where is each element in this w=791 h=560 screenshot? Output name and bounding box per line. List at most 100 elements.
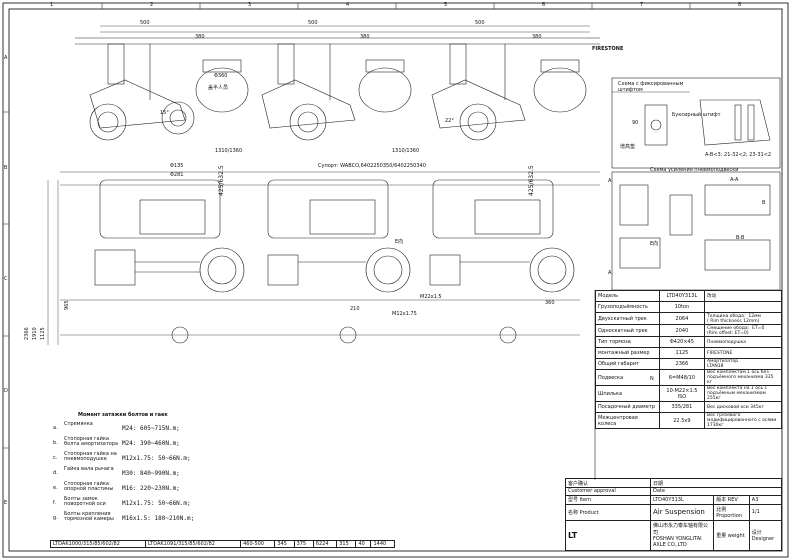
strip-cell: 345 xyxy=(274,540,295,548)
spec-label: Шпилька xyxy=(595,385,660,402)
strip-cell: 40 xyxy=(355,540,372,548)
detail2-a-mark: A xyxy=(608,270,612,276)
dim-425-a: 425/632.5 xyxy=(218,165,225,196)
spec-value: 22.5x9 xyxy=(658,412,706,429)
sheet-number: 1/1 xyxy=(751,509,760,516)
dim-500-2: 500 xyxy=(308,20,318,26)
zone-row-c: C xyxy=(4,276,8,282)
detail-fixed-pin xyxy=(611,77,781,169)
strip-cell: 315 xyxy=(336,540,357,548)
spec-value: Φ420×45 xyxy=(658,336,706,348)
spec-value: 1125 xyxy=(658,347,706,359)
detail1-formula: A-B<3; 21-32<2; 23-31<2 xyxy=(705,152,772,158)
spec-extra: 改动 xyxy=(704,290,782,302)
product-label: 名称 Product xyxy=(568,509,599,516)
spec-extra: Амортизатор LTAN18 xyxy=(704,358,782,370)
item-label: 型号 Item xyxy=(568,497,591,504)
dim-m22: M22x1.5 xyxy=(420,294,442,300)
zone-col-8: 8 xyxy=(738,2,742,8)
spec-extra xyxy=(704,301,782,313)
spec-value: 2040 xyxy=(658,324,706,337)
dim-d360: Φ360 xyxy=(214,73,228,79)
detail2-bb: B-B xyxy=(736,235,745,241)
spec-label: монтажный размер xyxy=(595,347,660,359)
torque-value: M12x1.75: 50~66N.m; xyxy=(122,500,191,507)
dim-1310-a: 1310/1360 xyxy=(215,148,243,154)
detail-reinforcement xyxy=(611,171,781,291)
detail2-b: B xyxy=(762,200,766,206)
designer-label: 设计 xyxy=(751,529,762,536)
torque-tag: c. xyxy=(53,455,58,461)
torque-value: M16x1.5: 180~210N.m; xyxy=(122,515,195,522)
dim-1310-b: 1310/1360 xyxy=(392,148,420,154)
side-view xyxy=(75,25,600,141)
zone-row-d: D xyxy=(4,388,8,394)
torque-tag: a. xyxy=(53,425,58,431)
dim-m12: M12x1.75 xyxy=(392,311,417,317)
spec-label: Односкатный трек xyxy=(595,324,660,337)
strip-cell: LTDAK1091/315/85/602/82 xyxy=(145,540,242,548)
zone-col-4: 4 xyxy=(346,2,350,8)
spec-value: 335/281 xyxy=(658,401,706,413)
dim-500-1: 500 xyxy=(140,20,150,26)
detail2-aa: A-A xyxy=(730,177,739,183)
spec-value: 10-M22×1.5 ISO xyxy=(658,385,706,402)
dim-380-3: 380 xyxy=(532,34,542,40)
dim-2366: 2366 xyxy=(24,327,30,340)
brand-firestone: FIRESTONE xyxy=(592,46,624,52)
customer-label-zh: 客户确认 xyxy=(568,480,589,487)
item-value: LTD40Y313L xyxy=(653,496,684,503)
rev-label: 版本 xyxy=(716,497,727,504)
detail1-d90: 90 xyxy=(632,120,639,126)
spec-extra: Вес комплектам 1 ось без подъёмного меха… xyxy=(704,369,782,386)
torque-value: M24: 605~715N.m; xyxy=(122,425,180,432)
zone-col-5: 5 xyxy=(444,2,448,8)
zone-col-1: 1 xyxy=(50,2,54,8)
detail2-title: Схема усиления пневмоподвески xyxy=(650,167,739,173)
dim-angle-22: 22° xyxy=(445,118,454,124)
spec-value: 10ton xyxy=(658,301,706,313)
spec-label: Посадочный диаметр xyxy=(595,401,660,413)
spec-extra: Вес грязевого модифицированного с осями … xyxy=(704,412,782,429)
strip-cell: 375 xyxy=(293,540,314,548)
torque-name: Стопорная гайка опорной пластины xyxy=(64,481,114,492)
torque-tag: g. xyxy=(53,515,58,521)
torque-name: Болты замок поворотной оси xyxy=(64,496,106,507)
spec-label: Двухскатный трек xyxy=(595,312,660,325)
zone-row-a: A xyxy=(4,55,8,61)
torque-name: Болты крепления тормозной камеры xyxy=(64,511,114,522)
customer-label-en: Customer approval xyxy=(568,488,616,495)
dim-phi-135: Φ135 xyxy=(170,163,184,169)
dim-phi-281: Φ281 xyxy=(170,172,184,178)
spec-label: Тип тормоза xyxy=(595,336,660,348)
zone-col-6: 6 xyxy=(542,2,546,8)
dim-965: 965 xyxy=(64,300,70,310)
zone-row-b: B xyxy=(4,165,8,171)
spec-extra: Пневмоподушка xyxy=(704,336,782,348)
detail1-title-1: Схема с фиксированным xyxy=(618,81,684,87)
strip-cell: LTDAK1000/315/85/602/82 xyxy=(49,540,147,548)
torque-tag: e. xyxy=(53,485,58,491)
spec-extra: Толщина обода：12мм ( Rim thickness 12mm) xyxy=(704,312,782,325)
detail1-bumper: Буксирный штифт xyxy=(672,112,721,118)
spec-value: 2064 xyxy=(658,312,706,325)
dim-1910: 1910 xyxy=(32,327,38,340)
zone-ticks xyxy=(3,3,691,449)
spec-label: Межцентровая колеса xyxy=(595,412,660,429)
strip-cell: 1440 xyxy=(370,540,395,548)
company-name-en: FOSHAN YONGLITAI AXLE CO.,LTD xyxy=(653,536,702,549)
zone-col-3: 3 xyxy=(248,2,252,8)
torque-name: Стопорная гайка на пневмоподушке xyxy=(64,451,117,462)
torque-name: Гайка вала рычага xyxy=(64,466,114,472)
spec-extra: FIRESTONE xyxy=(704,347,782,359)
